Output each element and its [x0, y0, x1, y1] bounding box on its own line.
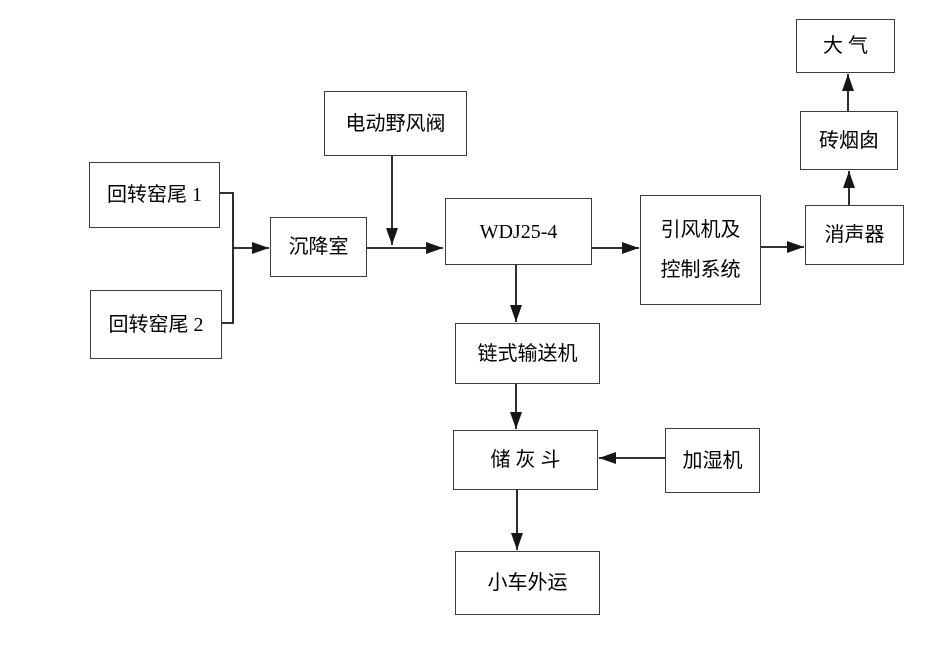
node-brick-chimney: 砖烟囱 [800, 111, 898, 170]
node-settling-chamber: 沉降室 [270, 217, 367, 277]
node-label: 沉降室 [288, 236, 349, 258]
node-electric-fresh-air-valve: 电动野风阀 [324, 91, 467, 156]
node-label-line1: 引风机及 [660, 219, 741, 241]
edge-kilns-merge-line [220, 192, 234, 324]
node-label: 消声器 [824, 224, 885, 246]
node-label: 加湿机 [682, 449, 743, 472]
node-label: 链式输送机 [477, 342, 578, 365]
node-chain-conveyor: 链式输送机 [455, 323, 600, 384]
node-label: 回转窑尾 1 [107, 184, 202, 206]
node-rotary-kiln-tail-2: 回转窑尾 2 [90, 290, 222, 359]
node-label-line2: 控制系统 [660, 259, 741, 281]
node-induced-draft-fan-control: 引风机及 控制系统 [640, 195, 761, 305]
node-rotary-kiln-tail-1: 回转窑尾 1 [89, 162, 220, 228]
node-label: 大 气 [823, 35, 868, 57]
node-humidifier: 加湿机 [665, 428, 760, 493]
node-ash-storage-hopper: 储 灰 斗 [453, 430, 598, 490]
node-label: 电动野风阀 [345, 112, 446, 135]
node-label: 砖烟囱 [819, 129, 879, 152]
node-label: 回转窑尾 2 [108, 313, 204, 336]
node-cart-transport-out: 小车外运 [455, 551, 600, 615]
node-label: 小车外运 [487, 572, 568, 594]
node-atmosphere: 大 气 [796, 19, 895, 73]
node-label: WDJ25-4 [479, 220, 558, 243]
node-wdj25-4-dust-collector: WDJ25-4 [445, 198, 592, 265]
node-muffler: 消声器 [805, 205, 904, 265]
node-label: 储 灰 斗 [490, 449, 561, 471]
